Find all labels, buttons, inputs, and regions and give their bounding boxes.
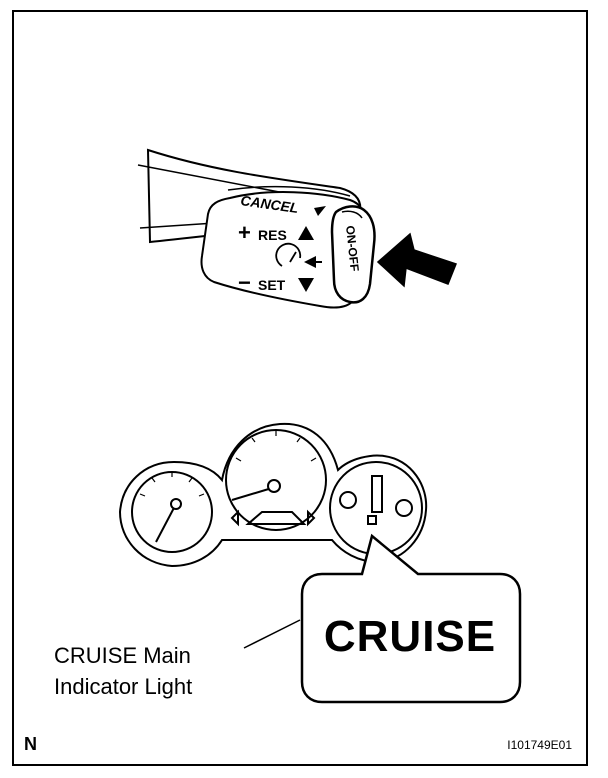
callout-label-line1: CRUISE Main — [54, 643, 191, 668]
callout-bubble — [300, 533, 522, 704]
minus-symbol: − — [238, 270, 251, 295]
set-label: SET — [258, 277, 286, 293]
dial-ticks — [139, 430, 317, 497]
on-off-button-rim — [341, 210, 363, 219]
fuel-gauge — [339, 491, 357, 509]
cancel-arrow-icon — [314, 206, 326, 216]
figure-frame — [12, 10, 588, 766]
callout-label-line2: Indicator Light — [54, 674, 193, 699]
res-up-arrow-icon — [298, 226, 314, 240]
corner-letter: N — [24, 734, 37, 754]
temp-gauge — [395, 499, 413, 517]
res-label: RES — [258, 227, 287, 243]
cruise-pointer-icon — [304, 256, 316, 268]
on-off-button — [330, 205, 376, 304]
cruise-speedometer-icon — [275, 242, 302, 267]
cruise-control-lever — [137, 148, 376, 309]
lever-head — [200, 191, 365, 309]
cluster-outline — [118, 422, 428, 568]
leader-line — [243, 619, 301, 649]
lever-stalk-shade — [137, 164, 301, 197]
callout-label: CRUISE Main Indicator Light — [54, 640, 192, 702]
set-down-arrow-icon — [298, 278, 314, 292]
cruise-indicator-lamp — [367, 515, 377, 525]
plus-symbol: + — [238, 220, 251, 245]
cruise-callout — [243, 533, 522, 704]
left-turn-indicator-icon — [230, 509, 239, 527]
right-turn-indicator-icon — [307, 509, 316, 527]
pointer-arrow-icon — [376, 232, 457, 288]
odometer-window — [245, 511, 307, 525]
on-off-label: ON-OFF — [343, 225, 362, 272]
figure-id: I101749E01 — [507, 738, 572, 752]
gear-indicator — [371, 475, 383, 513]
cruise-indicator-text: CRUISE — [323, 612, 497, 661]
cancel-band — [227, 185, 351, 197]
